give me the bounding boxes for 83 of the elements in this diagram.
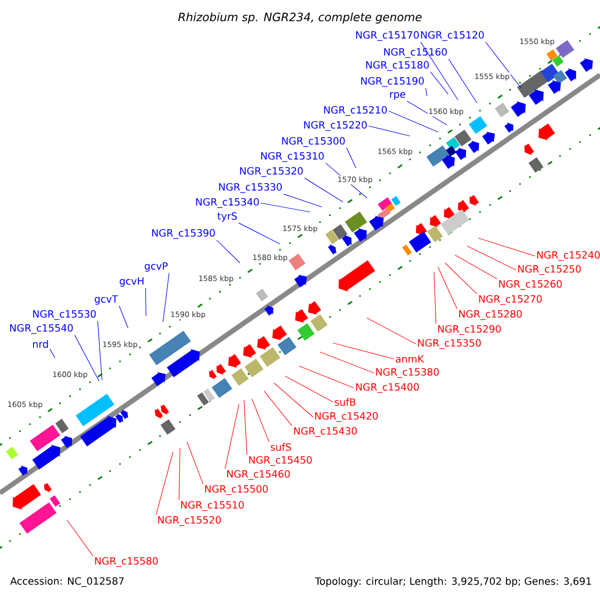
gene-label: NGR_c15210 — [324, 106, 387, 116]
gene-label: NGR_c15290 — [438, 325, 501, 335]
gene-label: NGR_c15300 — [282, 137, 345, 147]
leader-line — [50, 348, 56, 358]
gene-label: NGR_c15350 — [418, 339, 481, 349]
leader-line — [368, 126, 410, 136]
leader-line — [284, 376, 334, 402]
leader-line — [97, 320, 102, 380]
leader-line — [264, 390, 292, 426]
leader-line — [244, 400, 248, 456]
gene-label: NGR_c15530 — [33, 310, 96, 320]
leader-line — [320, 352, 374, 374]
gene-label: NGR_c15260 — [499, 280, 562, 290]
leader-line — [466, 246, 516, 270]
gene-label: NGR_c15280 — [459, 310, 522, 320]
leader-line — [366, 318, 416, 344]
gene-label: nrd — [33, 340, 48, 348]
leader-line — [186, 442, 204, 484]
gene-label: NGR_c15430 — [294, 427, 357, 437]
leader-line — [283, 194, 322, 208]
gene-label: NGR_c15540 — [10, 324, 73, 334]
gene-label: NGR_c15220 — [304, 121, 367, 131]
leader-line — [74, 334, 100, 382]
leader-line — [406, 100, 448, 126]
genome-stats-text: Topology: circular; Length: 3,925,702 bp; Genes: 3,691 — [314, 577, 591, 587]
gene-label: NGR_c15340 — [196, 198, 259, 208]
leader-line — [346, 148, 356, 168]
leader-line — [388, 110, 438, 132]
gene-label: NGR_c15500 — [205, 485, 268, 495]
gene-label: NGR_c15250 — [518, 265, 581, 275]
gene-label: tyrS — [217, 212, 237, 222]
leader-line — [260, 202, 310, 212]
gene-label: NGR_c15320 — [240, 167, 303, 177]
leader-line — [420, 42, 458, 100]
leader-line — [304, 178, 344, 202]
title: Rhizobium sp. NGR234, complete genome — [178, 12, 422, 24]
gene-label: NGR_c15190 — [361, 77, 424, 87]
gene-label: NGR_c15310 — [261, 152, 324, 162]
leader-line — [252, 398, 270, 442]
gene-label: gcvT — [94, 295, 118, 305]
leader-line — [156, 452, 174, 516]
leader-line — [145, 288, 146, 316]
leader-line — [178, 448, 180, 500]
gene-label: NGR_c15520 — [158, 516, 221, 526]
gene-label: anmK — [396, 355, 424, 363]
leader-line — [162, 272, 170, 322]
gene-label: NGR_c15170 — [356, 31, 419, 41]
gene-label: NGR_c15240 — [537, 251, 600, 261]
gene-label: NGR_c15270 — [479, 295, 542, 305]
leader-line — [444, 262, 478, 294]
gene-label: NGR_c15450 — [249, 456, 312, 466]
leader-line — [438, 266, 458, 310]
gene-label: NGR_c15420 — [315, 412, 378, 422]
leader-line — [434, 272, 436, 324]
leader-line — [298, 366, 354, 388]
gene-label: NGR_c15510 — [181, 501, 244, 511]
gene-label: NGR_c15180 — [366, 61, 429, 71]
leader-line — [216, 240, 240, 264]
gene-label: NGR_c15460 — [227, 470, 290, 480]
gene-label: sufB — [334, 398, 356, 406]
accession-text: Accession: NC_012587 — [10, 577, 124, 587]
gene-label: NGR_c15120 — [421, 31, 484, 41]
gene-label: gcvP — [144, 262, 168, 272]
leader-line — [274, 382, 314, 418]
leader-line — [332, 342, 394, 360]
leader-line — [425, 88, 428, 96]
leader-line — [224, 404, 240, 470]
gene-label: sufS — [270, 443, 291, 451]
gene-label: NGR_c15330 — [219, 183, 282, 193]
leader-line — [66, 520, 94, 556]
gene-label: NGR_c15390 — [152, 229, 215, 239]
gene-label: NGR_c15400 — [356, 383, 419, 393]
leader-line — [454, 254, 498, 280]
leader-line — [238, 222, 280, 244]
leader-line — [478, 238, 536, 256]
leader-line — [118, 306, 128, 328]
leader-line — [485, 42, 522, 88]
gene-label: NGR_c15380 — [376, 368, 439, 378]
gene-label: rpe — [390, 92, 406, 100]
gene-label: gcvH — [120, 277, 144, 287]
leader-line — [448, 58, 478, 104]
leader-line — [430, 72, 448, 94]
gene-label: NGR_c15580 — [95, 557, 158, 567]
